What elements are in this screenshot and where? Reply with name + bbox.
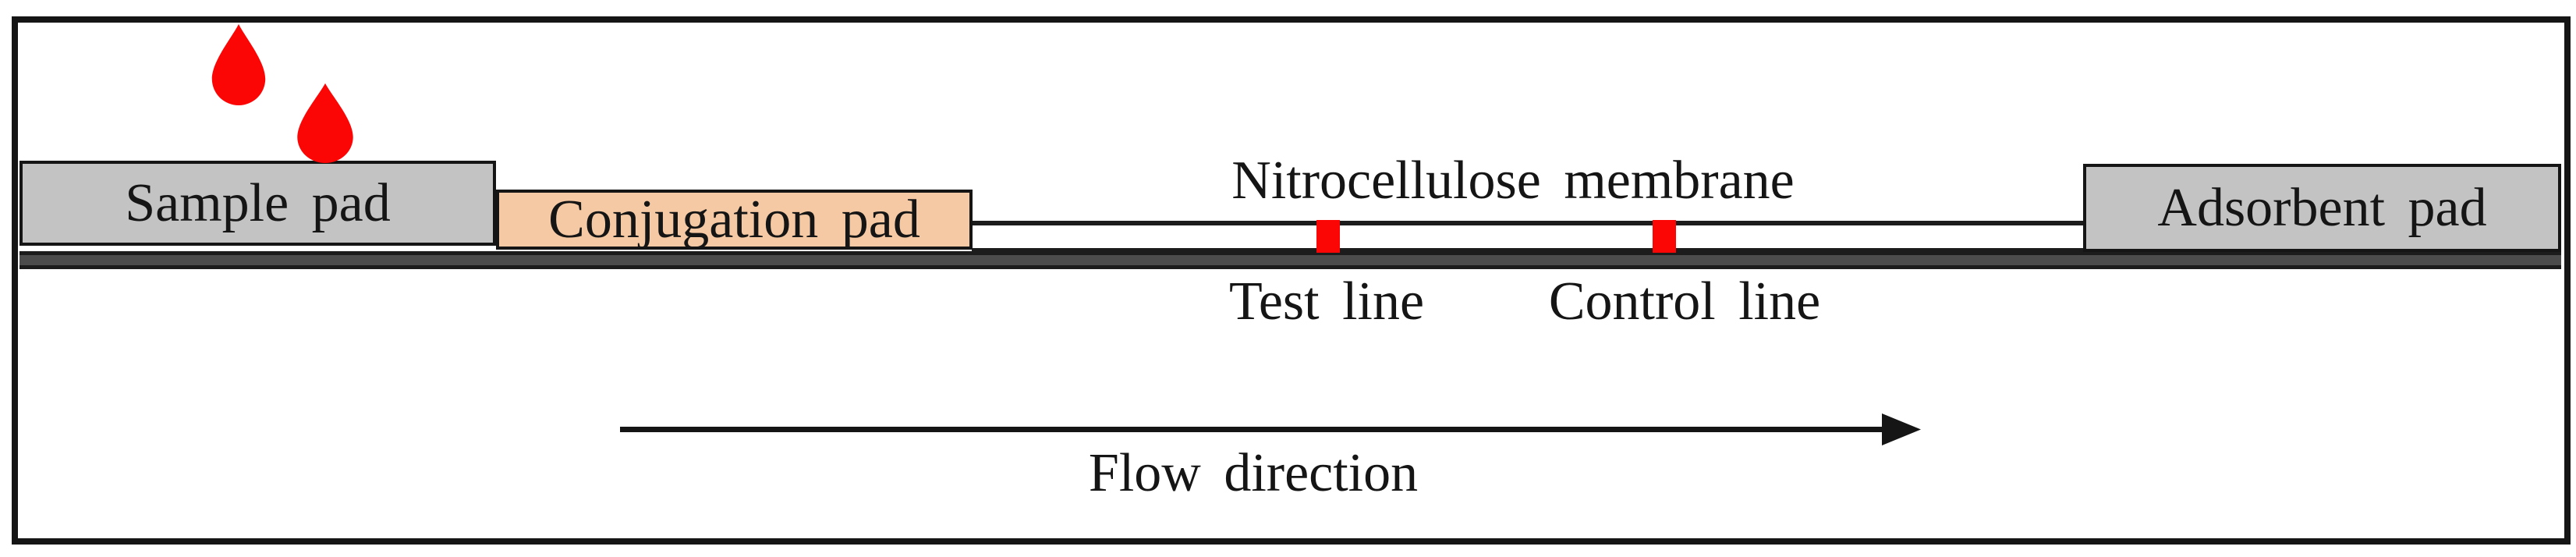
test-line-mark	[1316, 220, 1340, 253]
conjugation-pad-label: Conjugation pad	[548, 189, 920, 250]
blood-drop-icon	[289, 82, 362, 163]
arrow-right-icon	[620, 412, 1922, 448]
flow-direction-label: Flow direction	[1088, 443, 1419, 503]
nitrocellulose-membrane	[972, 221, 2084, 253]
conjugation-pad: Conjugation pad	[496, 190, 973, 250]
blood-drop-icon	[204, 23, 274, 105]
membrane-label: Nitrocellulose membrane	[1231, 151, 1795, 211]
backing-card	[19, 251, 2561, 269]
sample-pad-label: Sample pad	[125, 172, 391, 233]
diagram-frame	[12, 16, 2571, 545]
adsorbent-pad-label: Adsorbent pad	[2157, 177, 2487, 238]
adsorbent-pad: Adsorbent pad	[2083, 164, 2561, 252]
control-line-mark	[1653, 220, 1676, 253]
control-line-label: Control line	[1548, 271, 1821, 332]
test-line-label: Test line	[1228, 271, 1425, 332]
sample-pad: Sample pad	[19, 161, 496, 246]
